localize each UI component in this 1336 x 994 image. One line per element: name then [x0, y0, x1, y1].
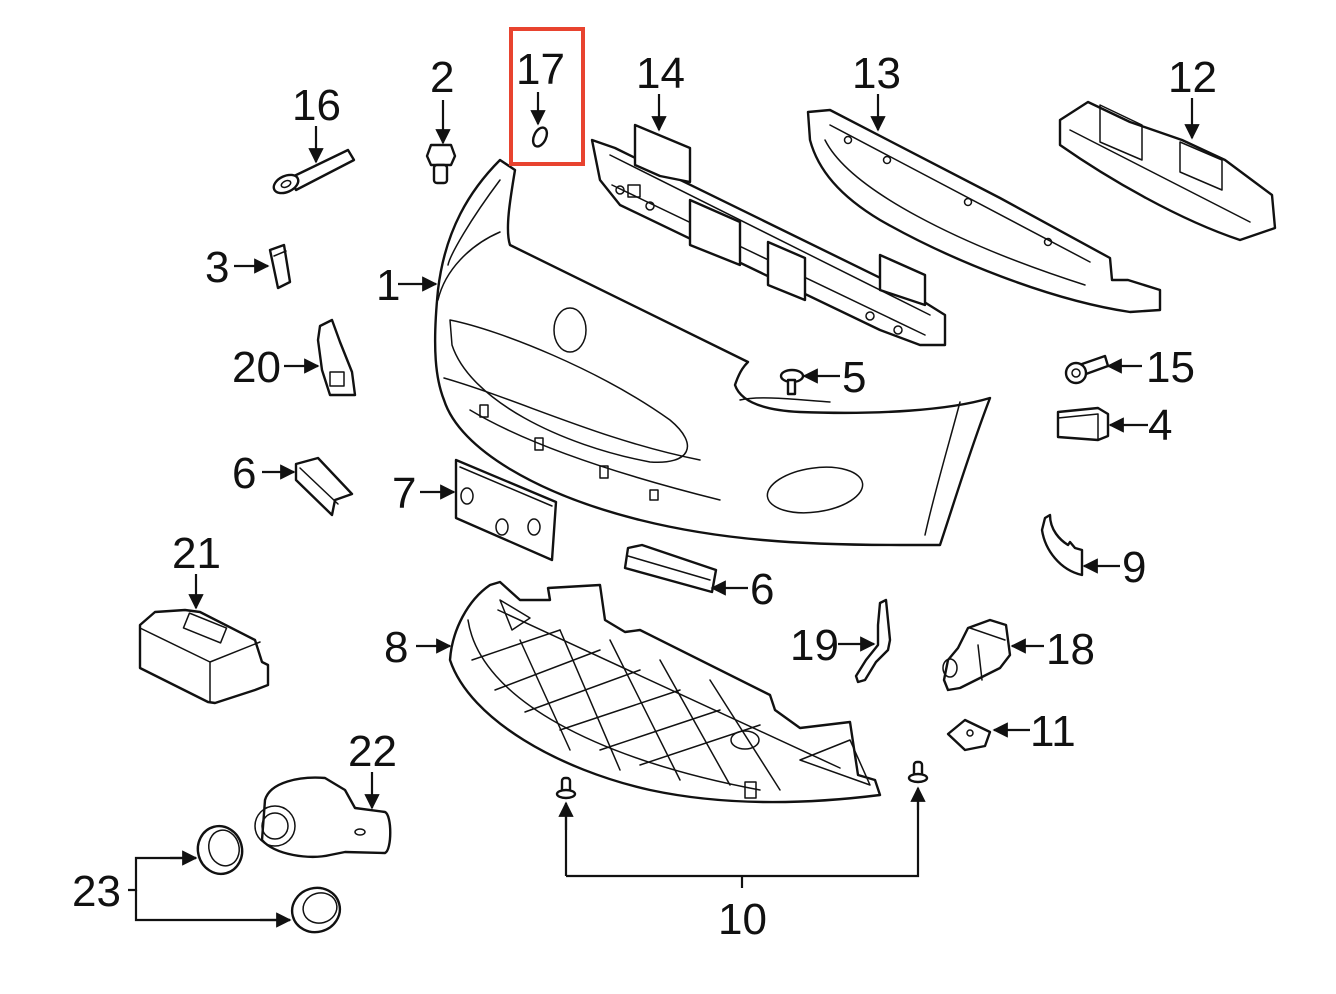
callout-22[interactable]: 22: [348, 727, 397, 776]
callout-9[interactable]: 9: [1122, 543, 1146, 592]
callout-23[interactable]: 23: [72, 867, 121, 916]
callout-20[interactable]: 20: [232, 343, 281, 392]
part-retainer-block[interactable]: [1056, 406, 1110, 442]
part-bracket-center[interactable]: [623, 543, 718, 594]
callout-18[interactable]: 18: [1046, 625, 1095, 674]
part-undertray[interactable]: [448, 580, 882, 804]
part-bumper-cover[interactable]: [433, 158, 992, 547]
part-connector[interactable]: [942, 618, 1012, 692]
callout-1[interactable]: 1: [376, 261, 400, 310]
callout-17-highlight-box: [509, 27, 585, 166]
part-license-plate-bracket[interactable]: [454, 458, 558, 562]
callout-19[interactable]: 19: [790, 621, 839, 670]
leader-lines: [128, 92, 1200, 928]
callout-7[interactable]: 7: [392, 469, 416, 518]
part-energy-absorber[interactable]: [1058, 100, 1277, 242]
callout-10[interactable]: 10: [718, 895, 767, 944]
part-sensor-retainers[interactable]: [193, 821, 345, 937]
part-cap-cover[interactable]: [530, 125, 549, 148]
part-nut-clip[interactable]: [946, 718, 992, 752]
part-shield-bolts[interactable]: [555, 760, 929, 800]
part-absorber-beam[interactable]: [806, 108, 1162, 314]
callout-3[interactable]: 3: [205, 243, 229, 292]
part-side-trim[interactable]: [1040, 513, 1084, 577]
part-bolt[interactable]: [425, 143, 457, 185]
callout-2[interactable]: 2: [430, 53, 454, 102]
part-park-sensor[interactable]: [254, 776, 392, 859]
part-push-pin[interactable]: [779, 368, 805, 396]
callout-6-center[interactable]: 6: [750, 565, 774, 614]
callout-12[interactable]: 12: [1168, 53, 1217, 102]
part-reinforcement-bar[interactable]: [590, 123, 947, 347]
part-tow-eye[interactable]: [271, 148, 356, 197]
part-mounting-bracket[interactable]: [316, 318, 357, 397]
callout-4[interactable]: 4: [1148, 401, 1172, 450]
callout-11[interactable]: 11: [1030, 707, 1076, 756]
callout-21[interactable]: 21: [172, 529, 221, 578]
callout-5[interactable]: 5: [842, 353, 866, 402]
callout-17[interactable]: 17: [516, 45, 565, 94]
callout-8[interactable]: 8: [384, 623, 408, 672]
part-bracket-left[interactable]: [294, 456, 354, 517]
part-harness-bracket[interactable]: [854, 598, 892, 684]
callout-16[interactable]: 16: [292, 81, 341, 130]
callout-6-left[interactable]: 6: [232, 449, 256, 498]
callout-labels: 1 2 3 4 5 6 6 7 8 9 10 11 12 13 14 15 16…: [72, 45, 1217, 944]
part-control-module[interactable]: [138, 608, 270, 705]
part-clip[interactable]: [268, 243, 292, 290]
callout-13[interactable]: 13: [852, 49, 901, 98]
callout-15[interactable]: 15: [1146, 343, 1195, 392]
part-flange-bolt[interactable]: [1064, 354, 1110, 385]
callout-14[interactable]: 14: [636, 49, 685, 98]
